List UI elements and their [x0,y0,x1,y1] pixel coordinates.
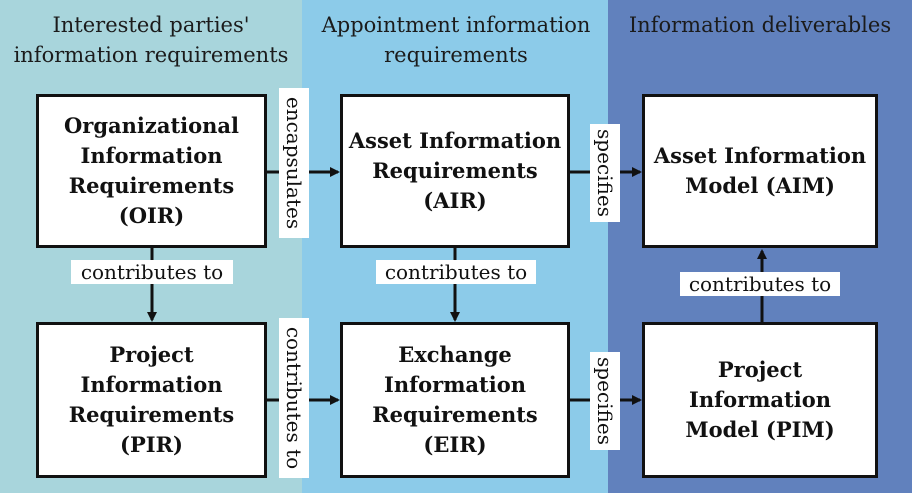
label-specifies-pim: specifies [590,352,620,450]
column-header-deliverables: Information deliverables [628,13,892,37]
label-encapsulates: encapsulates [279,88,309,238]
box-aim: Asset Information Model (AIM) [642,94,878,248]
label-contributes-pim-aim: contributes to [680,272,840,296]
box-pim: Project Information Model (PIM) [642,322,878,478]
box-air: Asset Information Requirements (AIR) [340,94,570,248]
box-pir: Project Information Requirements (PIR) [36,322,267,478]
column-header-appointment: Appointment information requirements [321,13,591,67]
label-contributes-oir-pir: contributes to [71,260,233,284]
label-contributes-pir-eir: contributes to [279,318,309,478]
box-oir: Organizational Information Requirements … [36,94,267,248]
column-header-interested-parties: Interested parties' information requirem… [13,13,289,67]
label-contributes-air-eir: contributes to [376,260,536,284]
box-eir: Exchange Information Requirements (EIR) [340,322,570,478]
label-specifies-aim: specifies [590,124,620,222]
